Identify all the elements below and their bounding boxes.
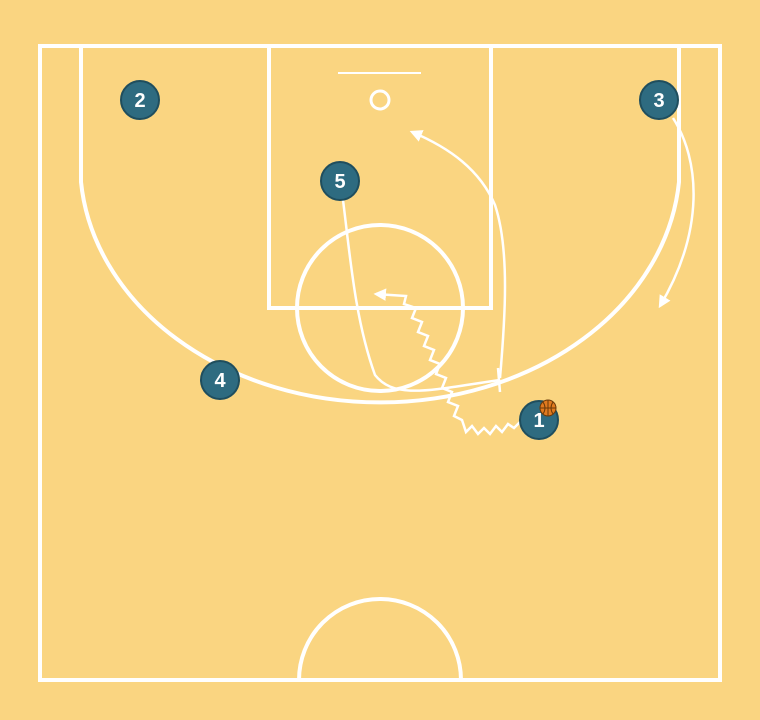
player-2-marker: 2	[120, 80, 160, 120]
basketball-icon	[539, 399, 557, 417]
player-4-label: 4	[214, 370, 226, 392]
free-throw-circle	[295, 223, 465, 393]
player-5-label: 5	[334, 171, 345, 193]
player-5-marker: 5	[320, 161, 360, 201]
player-2-circle	[120, 80, 160, 120]
player-3-label: 3	[653, 90, 664, 112]
player-5-circle	[320, 161, 360, 201]
player-4-marker: 4	[200, 360, 240, 400]
player-3-marker: 3	[639, 80, 679, 120]
player-2-label: 2	[134, 90, 145, 112]
player-3-cut-path	[658, 117, 695, 309]
player-5-extended-path	[409, 130, 507, 379]
center-circle	[297, 597, 463, 681]
movement-paths	[341, 117, 695, 436]
player-3-circle	[639, 80, 679, 120]
player-1-dribble-path	[373, 288, 521, 436]
paint-lane	[267, 44, 493, 310]
player-5-screen-line	[496, 367, 502, 393]
basket-rim	[369, 89, 391, 111]
player-1-marker: 1	[519, 399, 559, 440]
player-4-circle	[200, 360, 240, 400]
players: 1 2 3 4 5	[120, 80, 679, 440]
court-lines	[38, 44, 722, 682]
three-point-line	[79, 46, 681, 405]
player-1-label: 1	[533, 410, 544, 432]
